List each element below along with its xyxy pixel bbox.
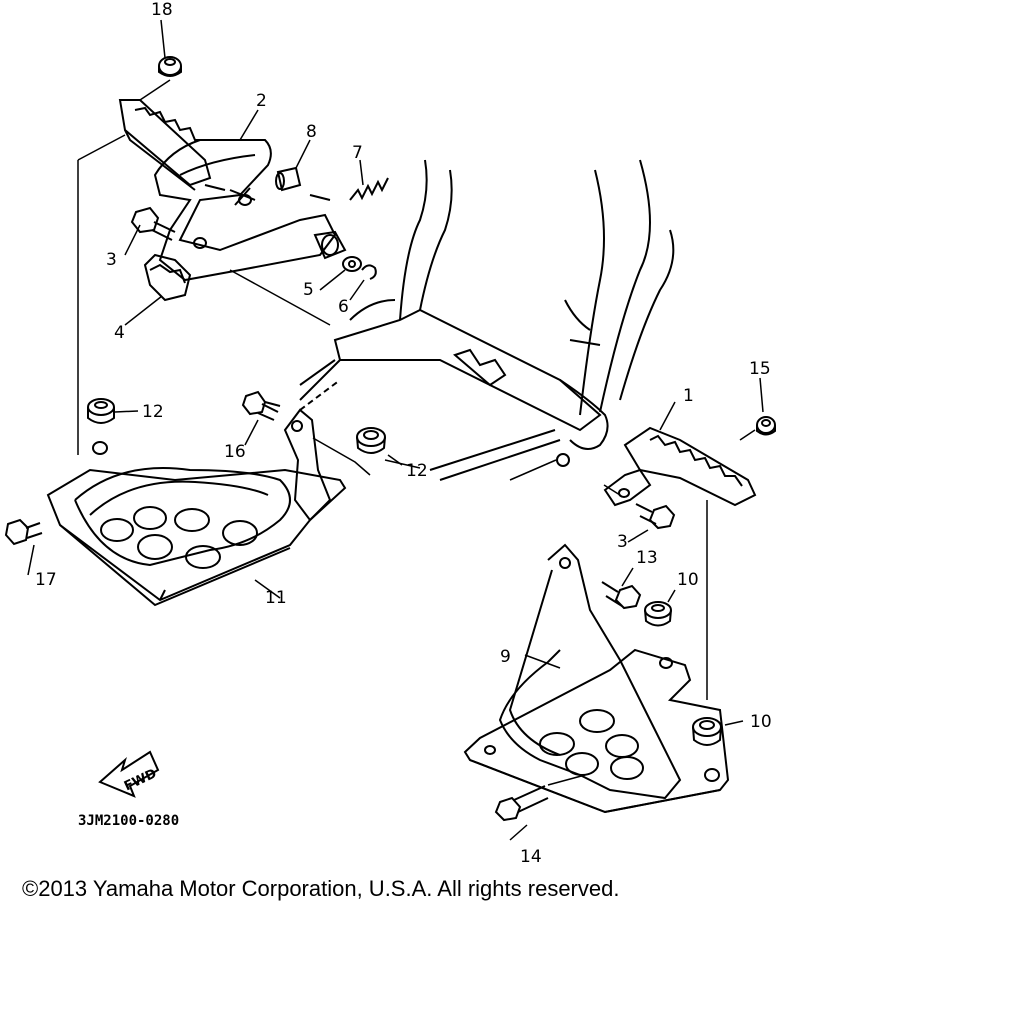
- callout-7: 7: [352, 143, 363, 163]
- callout-10-lower: 10: [750, 712, 772, 732]
- callout-14: 14: [520, 847, 542, 867]
- drawing-code: 3JM2100-0280: [78, 813, 179, 829]
- callout-1: 1: [683, 386, 694, 406]
- callout-3-right: 3: [617, 532, 628, 552]
- left-footrest-bracket: [153, 139, 337, 282]
- left-footpeg-lower: [143, 253, 192, 302]
- left-footpeg-upper: [118, 99, 212, 191]
- copyright-notice: ©2013 Yamaha Motor Corporation, U.S.A. A…: [22, 876, 620, 901]
- right-guard-plate: [463, 543, 730, 814]
- callout-15: 15: [749, 359, 771, 379]
- hardware-parts: [229, 166, 389, 280]
- grommet-12-left: [87, 398, 115, 424]
- callout-18: 18: [151, 0, 173, 20]
- assembly-lines: [77, 79, 756, 786]
- callout-labels: 18 2 8 7 3 5 6 4 12 16 12 17 11 1 15 3 1…: [35, 0, 772, 867]
- bolt-3-right: [635, 503, 676, 530]
- callout-11: 11: [265, 588, 287, 608]
- fwd-label: FWD: [122, 766, 159, 794]
- bolt-3-left: [130, 206, 176, 241]
- nut-15: [756, 416, 776, 436]
- right-footpeg: [603, 426, 757, 507]
- callout-9: 9: [500, 647, 511, 667]
- callout-2: 2: [256, 91, 267, 111]
- bolt-17: [4, 518, 43, 546]
- grommet-10-upper: [644, 601, 672, 627]
- grommet-10-lower: [692, 717, 722, 746]
- bolt-14: [494, 785, 549, 822]
- bolt-13: [601, 581, 642, 610]
- bolt-16: [241, 390, 281, 421]
- nut-18: [158, 56, 182, 77]
- callout-12-left: 12: [142, 402, 164, 422]
- callout-8: 8: [306, 122, 317, 142]
- callout-3-left: 3: [106, 250, 117, 270]
- callout-5: 5: [303, 280, 314, 300]
- callout-16: 16: [224, 442, 246, 462]
- left-guard-plate: [46, 408, 347, 607]
- callout-4: 4: [114, 323, 125, 343]
- callout-13: 13: [636, 548, 658, 568]
- callout-10-upper: 10: [677, 570, 699, 590]
- frame-structure: [229, 159, 675, 481]
- callout-12-mid: 12: [406, 461, 428, 481]
- forward-arrow-icon: FWD: [98, 750, 159, 798]
- leader-lines: [27, 19, 764, 841]
- grommet-12-mid: [356, 427, 386, 454]
- callout-17: 17: [35, 570, 57, 590]
- callout-6: 6: [338, 297, 349, 317]
